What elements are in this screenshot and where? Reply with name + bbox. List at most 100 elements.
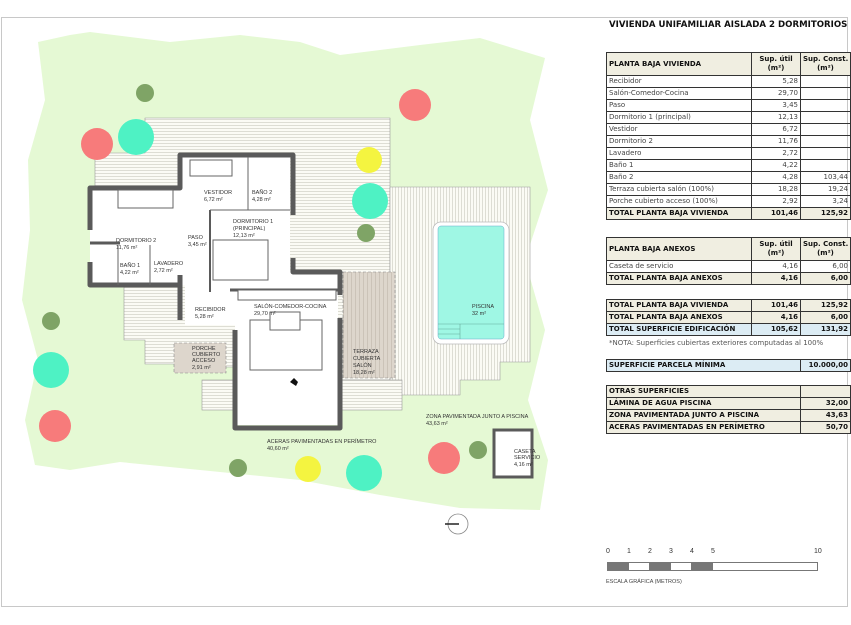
room-area: 29,70 m² — [254, 311, 276, 317]
room-area: 5,28 m² — [195, 314, 214, 320]
room-label: LAVADERO — [154, 261, 184, 267]
col-util-header: Sup. útil(m²) — [751, 52, 801, 76]
otras-table: OTRAS SUPERFICIES LÁMINA DE AGUA PISCINA… — [606, 385, 851, 434]
table-header: PLANTA BAJA ANEXOS — [606, 237, 752, 261]
tree-icon — [229, 459, 247, 477]
room-area: 12,13 m² — [233, 233, 255, 239]
tree-icon — [357, 224, 375, 242]
col-const-header: Sup. Const.(m²) — [800, 237, 851, 261]
table-row: Dormitorio 1 (principal)12,13 — [606, 111, 851, 124]
scale-segment — [670, 562, 692, 571]
tree-icon — [42, 312, 60, 330]
tree-icon — [136, 84, 154, 102]
room-label: CUBIERTA — [353, 356, 381, 362]
internal-walls — [117, 157, 337, 371]
scale-tick: 1 — [627, 548, 631, 555]
scale-tick: 2 — [648, 548, 652, 555]
room-label: SALÓN-COMEDOR-COCINA — [254, 303, 327, 310]
room-label: CUBIERTO — [192, 352, 221, 358]
tree-icon — [295, 456, 321, 482]
room-area: 18,28 m² — [353, 370, 375, 376]
panel-title: VIVIENDA UNIFAMILIAR AISLADA 2 DORMITORI… — [609, 20, 848, 30]
room-area: 4,28 m² — [252, 197, 271, 203]
room-area: 2,91 m² — [192, 365, 211, 371]
scale-tick: 0 — [606, 548, 610, 555]
terraza-cubierta — [342, 271, 396, 379]
room-label: ZONA PAVIMENTADA JUNTO A PISCINA — [426, 414, 529, 420]
room-label: DORMITORIO 1 — [233, 219, 273, 225]
table-header: PLANTA BAJA VIVIENDA — [606, 52, 752, 76]
scale-tick: 10 — [814, 548, 822, 555]
room-area: 3,45 m² — [188, 242, 207, 248]
porche-cubierto — [173, 342, 227, 374]
trees — [33, 84, 487, 491]
tree-icon — [39, 410, 71, 442]
room-area: 32 m² — [472, 311, 486, 317]
note-text: *NOTA: Superficies cubiertas exteriores … — [609, 339, 824, 347]
room-label: PISCINA — [472, 304, 494, 310]
tree-icon — [399, 89, 431, 121]
scale-caption: ESCALA GRÁFICA (METROS) — [606, 579, 682, 585]
tree-icon — [356, 147, 382, 173]
north-arrow-icon — [445, 513, 469, 535]
room-label: SERVICIO — [514, 455, 541, 461]
room-area: 40,60 m² — [267, 446, 289, 452]
scale-tick: 3 — [669, 548, 673, 555]
tree-icon — [81, 128, 113, 160]
room-label: SALÓN — [353, 362, 372, 369]
room-label: RECIBIDOR — [195, 307, 226, 313]
vivienda-table: PLANTA BAJA VIVIENDA Sup. útil(m²) Sup. … — [606, 52, 851, 220]
room-area: 11,76 m² — [116, 245, 137, 251]
scale-tick: 4 — [690, 548, 694, 555]
scale-segment — [712, 562, 818, 571]
col-const-header: Sup. Const.(m²) — [800, 52, 851, 76]
pool-water — [437, 225, 505, 340]
areas-panel: VIVIENDA UNIFAMILIAR AISLADA 2 DORMITORI… — [606, 17, 851, 434]
scale-segment — [628, 562, 650, 571]
col-util-header: Sup. útil(m²) — [751, 237, 801, 261]
floor-plan: VESTIDOR 6,72 m² BAÑO 2 4,28 m² DORMITOR… — [22, 32, 548, 535]
room-label: ACCESO — [192, 358, 216, 364]
scale-segment — [649, 562, 671, 571]
room-label: ACERAS PAVIMENTADAS EN PERÍMETRO — [267, 438, 377, 445]
room-area: 4,16 m² — [514, 462, 533, 468]
caseta-servicio — [492, 428, 534, 479]
tree-icon — [118, 119, 154, 155]
tree-icon — [469, 441, 487, 459]
room-label: BAÑO 1 — [120, 262, 140, 269]
room-label: PASO — [188, 235, 204, 241]
tree-icon — [346, 455, 382, 491]
scale-tick: 5 — [711, 548, 715, 555]
room-area: 6,72 m² — [204, 197, 223, 203]
graphic-scale: 0 1 2 3 4 5 10 ESCALA GRÁFICA (METROS) — [606, 548, 822, 588]
room-area: 4,22 m² — [120, 270, 139, 276]
tree-icon — [33, 352, 69, 388]
pool-steps — [438, 323, 504, 339]
scale-segment — [691, 562, 713, 571]
plant-icon — [290, 378, 298, 386]
room-label: DORMITORIO 2 — [116, 238, 156, 244]
tree-icon — [352, 183, 388, 219]
scale-segment — [607, 562, 629, 571]
room-area: 43,63 m² — [426, 421, 448, 427]
table-header: OTRAS SUPERFICIES — [606, 385, 851, 398]
